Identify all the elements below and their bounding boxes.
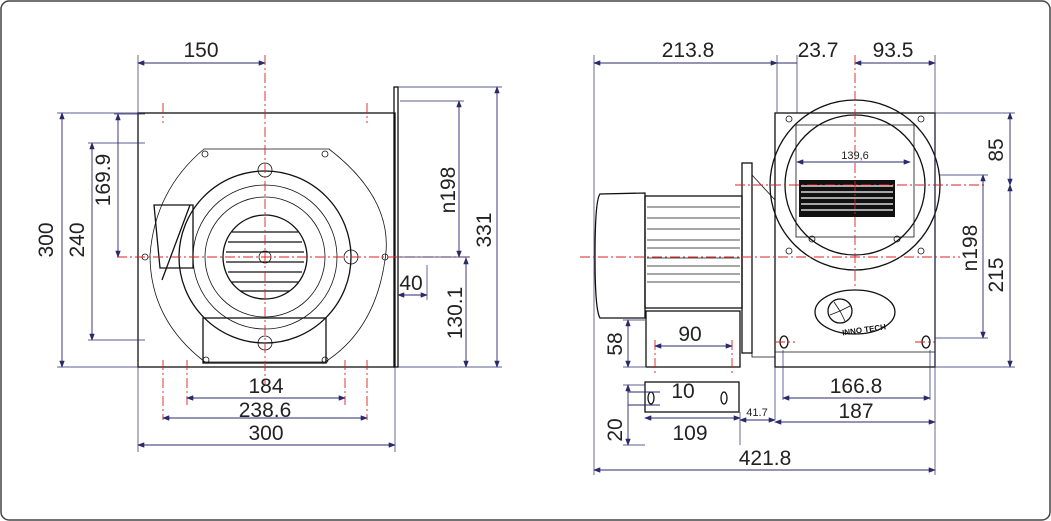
dim-213-8: 213.8 bbox=[662, 39, 715, 62]
dim-41-7: 41.7 bbox=[746, 407, 767, 419]
dim-10: 10 bbox=[671, 380, 694, 403]
dim-85: 85 bbox=[985, 138, 1008, 161]
dim-n198-front: n198 bbox=[437, 167, 460, 214]
motor-flange-side bbox=[741, 162, 753, 354]
brand-logo: INNO TECH bbox=[814, 289, 896, 337]
dim-300-horizontal: 300 bbox=[248, 422, 283, 445]
scroll-casing bbox=[149, 148, 387, 363]
dim-215: 215 bbox=[985, 257, 1008, 292]
dim-23-7: 23.7 bbox=[798, 39, 839, 62]
housing-box bbox=[137, 112, 396, 368]
dim-n198-side: n198 bbox=[959, 225, 982, 272]
dim-187: 187 bbox=[838, 400, 873, 423]
motor-foot bbox=[645, 310, 741, 368]
terminal-bracket bbox=[161, 204, 191, 281]
dim-150: 150 bbox=[183, 39, 218, 62]
logo-text: INNO TECH bbox=[842, 322, 887, 337]
dim-139-6: 139,6 bbox=[841, 150, 869, 162]
terminal-box bbox=[153, 204, 194, 269]
front-view: 150 300 240 169.9 331 n198 40 130.1 184 … bbox=[35, 39, 502, 452]
motor-fins bbox=[647, 206, 740, 283]
dim-40: 40 bbox=[399, 272, 422, 295]
dim-109: 109 bbox=[672, 422, 707, 445]
dim-331: 331 bbox=[473, 212, 496, 247]
dim-421-8: 421.8 bbox=[739, 447, 792, 470]
dim-58: 58 bbox=[604, 332, 627, 355]
dim-130-1: 130.1 bbox=[444, 287, 467, 340]
motor-body bbox=[644, 195, 743, 309]
dim-90: 90 bbox=[678, 323, 701, 346]
dim-20: 20 bbox=[604, 418, 627, 441]
dim-93-5: 93.5 bbox=[873, 39, 914, 62]
motor-fan-cover bbox=[594, 192, 646, 319]
dim-238-6: 238.6 bbox=[239, 399, 292, 422]
dim-240: 240 bbox=[66, 222, 89, 257]
motor-mount bbox=[202, 317, 327, 364]
side-flange bbox=[393, 86, 399, 368]
dim-300-vertical: 300 bbox=[35, 222, 58, 257]
foot-plate-detail bbox=[644, 381, 740, 413]
dim-169-9: 169.9 bbox=[92, 154, 115, 207]
dim-166-8: 166.8 bbox=[830, 375, 883, 398]
screws-side bbox=[647, 115, 931, 405]
side-view: INNO TECH 213.8 23.7 93.5 85 215 bbox=[580, 39, 1015, 475]
dim-184: 184 bbox=[248, 375, 283, 398]
